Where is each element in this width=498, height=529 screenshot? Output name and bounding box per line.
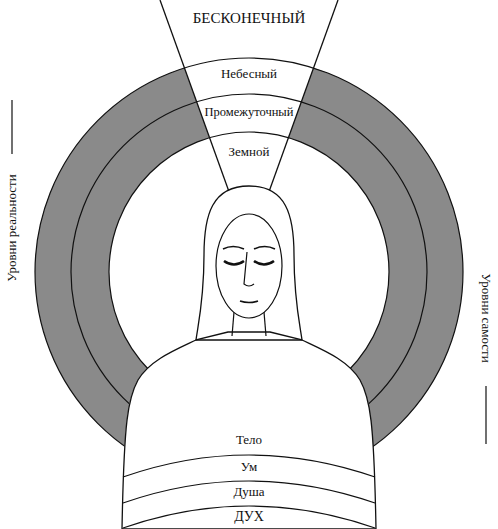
neck-line: [232, 312, 234, 336]
self-level: Тело: [236, 433, 262, 447]
axis-label: Уровни реальности: [5, 174, 19, 281]
reality-level: Земной: [229, 145, 270, 159]
closed-eye: [254, 261, 274, 265]
body-arc: [123, 481, 375, 503]
eyebrow: [223, 247, 244, 250]
side-rule: [11, 100, 12, 154]
axis-label: Уровни самости: [479, 273, 493, 363]
wedge-line: [160, 0, 232, 200]
body-arc: [123, 506, 375, 528]
self-level: Ум: [241, 460, 257, 474]
closed-eye: [224, 261, 244, 265]
self-level: ДУХ: [234, 509, 264, 524]
level-title: БЕСКОНЕЧНЫЙ: [193, 10, 306, 27]
wedge: [160, 0, 338, 200]
body-arc: [123, 455, 375, 477]
face: [216, 214, 282, 318]
nose: [244, 252, 254, 286]
body-outline: [122, 340, 376, 529]
eyebrow: [254, 247, 275, 250]
self-level: Душа: [233, 485, 264, 499]
side-rule: [485, 386, 486, 444]
reality-level: Промежуточный: [205, 106, 294, 120]
hair: [196, 186, 302, 340]
reality-level: Небесный: [221, 67, 277, 81]
mouth: [240, 301, 258, 303]
neck-line: [264, 312, 266, 336]
wedge-line: [266, 0, 338, 200]
